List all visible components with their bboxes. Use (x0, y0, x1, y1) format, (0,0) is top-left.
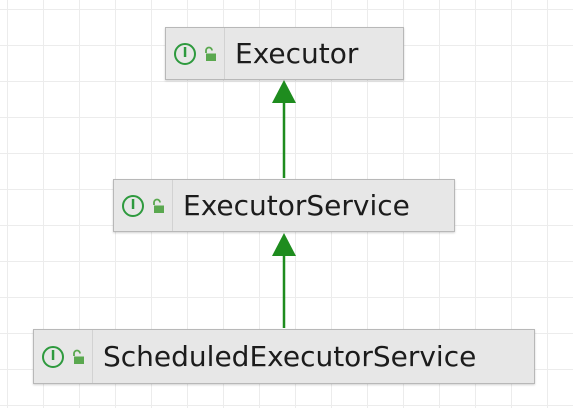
node-executor[interactable]: I Executor (165, 27, 404, 80)
public-lock-icon (205, 46, 216, 61)
node-label: Executor (235, 36, 359, 70)
node-icons: I (34, 330, 93, 383)
interface-icon: I (42, 345, 64, 368)
node-label: ExecutorService (183, 188, 410, 222)
node-icons: I (114, 180, 173, 231)
public-lock-icon (153, 198, 164, 213)
inheritance-arrowhead-icon (272, 233, 296, 256)
edge-executorservice-to-executor (272, 80, 296, 178)
public-lock-icon (73, 349, 84, 364)
interface-icon: I (174, 42, 196, 65)
node-executor-service[interactable]: I ExecutorService (113, 179, 455, 232)
inheritance-arrowhead-icon (272, 80, 296, 103)
edge-scheduledexecutorservice-to-executorservice (272, 233, 296, 328)
node-scheduled-executor-service[interactable]: I ScheduledExecutorService (33, 329, 535, 384)
node-label: ScheduledExecutorService (103, 339, 477, 373)
node-icons: I (166, 28, 225, 79)
interface-icon: I (122, 194, 144, 217)
